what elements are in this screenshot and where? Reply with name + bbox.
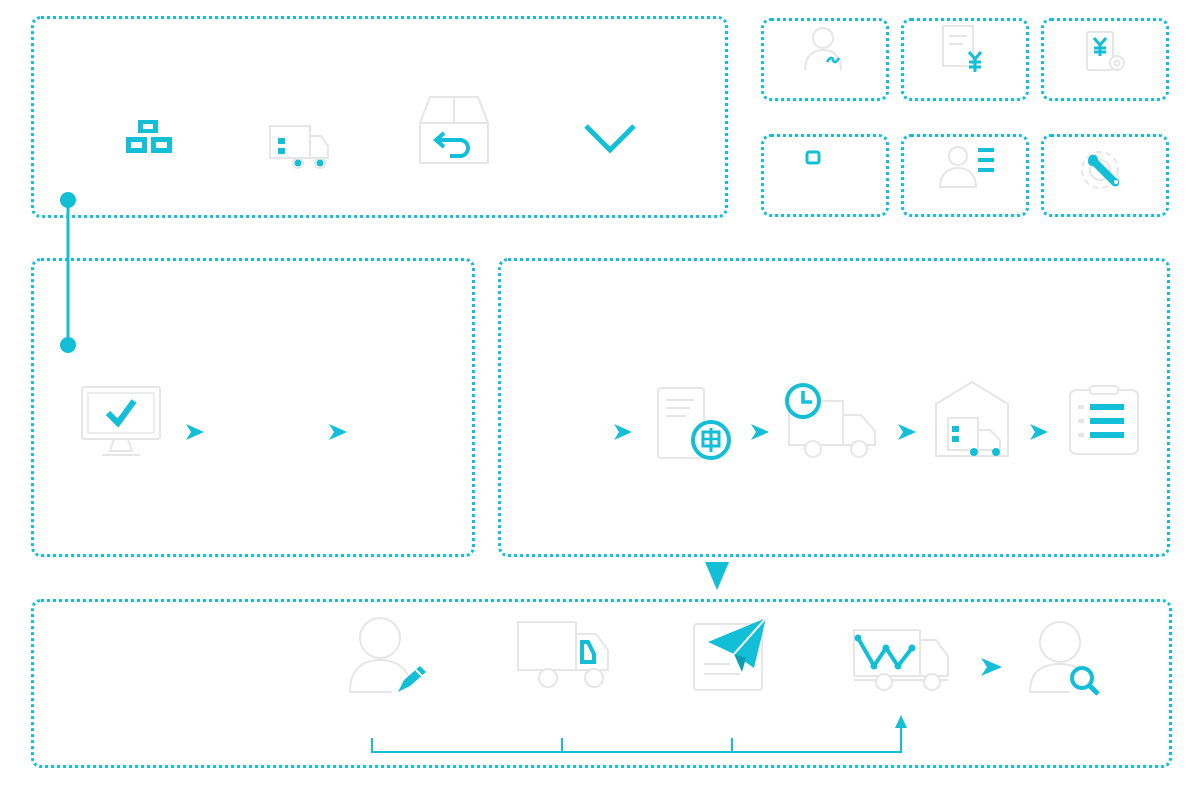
top-right-tile-4[interactable] [761,134,889,217]
bottom-panel [31,599,1172,768]
middle-right-panel [498,258,1170,557]
top-right-tile-2[interactable] [901,18,1029,101]
flow-arrow [751,424,769,440]
timeline-dot-bottom [60,337,76,353]
flow-arrow [898,424,916,440]
top-right-tile-1[interactable] [761,18,889,101]
tracking-truck-icon [852,626,952,692]
warehouse-boxes-icon [126,120,172,154]
user-signature-icon [803,26,847,72]
flow-arrow [614,424,632,440]
user-list-icon [938,144,998,190]
warehouse-truck-icon [934,380,1010,460]
checklist-clipboard-icon [1066,385,1142,458]
chevron-down-icon[interactable] [582,120,638,156]
flow-arrow [329,424,347,440]
yuan-invoice-icon [941,24,989,74]
flow-arrow [1030,424,1048,440]
monitor-check-icon [80,385,164,461]
delivery-truck-icon [268,118,330,170]
yuan-settings-icon [1085,30,1129,76]
user-edit-icon [348,614,430,696]
clock-truck-icon [783,381,879,459]
document-review-icon [656,386,734,462]
flow-arrow [186,424,204,440]
flow-arrow [981,658,1002,676]
top-left-panel [31,16,728,218]
truck-box-icon [805,150,823,166]
bracket-connector [371,724,902,753]
paper-plane-icon [690,616,770,694]
bracket-arrowhead [895,715,907,728]
document-truck-icon [516,618,612,692]
top-right-tile-3[interactable] [1041,18,1169,101]
top-right-tile-6[interactable] [1041,134,1169,217]
top-right-tile-5[interactable] [901,134,1029,217]
middle-left-panel [31,258,475,557]
panel-down-arrow-body [705,562,729,590]
return-box-icon [416,93,492,165]
timeline-dot-top [60,192,76,208]
user-search-icon [1028,618,1104,696]
wrench-gear-icon [1076,146,1128,194]
